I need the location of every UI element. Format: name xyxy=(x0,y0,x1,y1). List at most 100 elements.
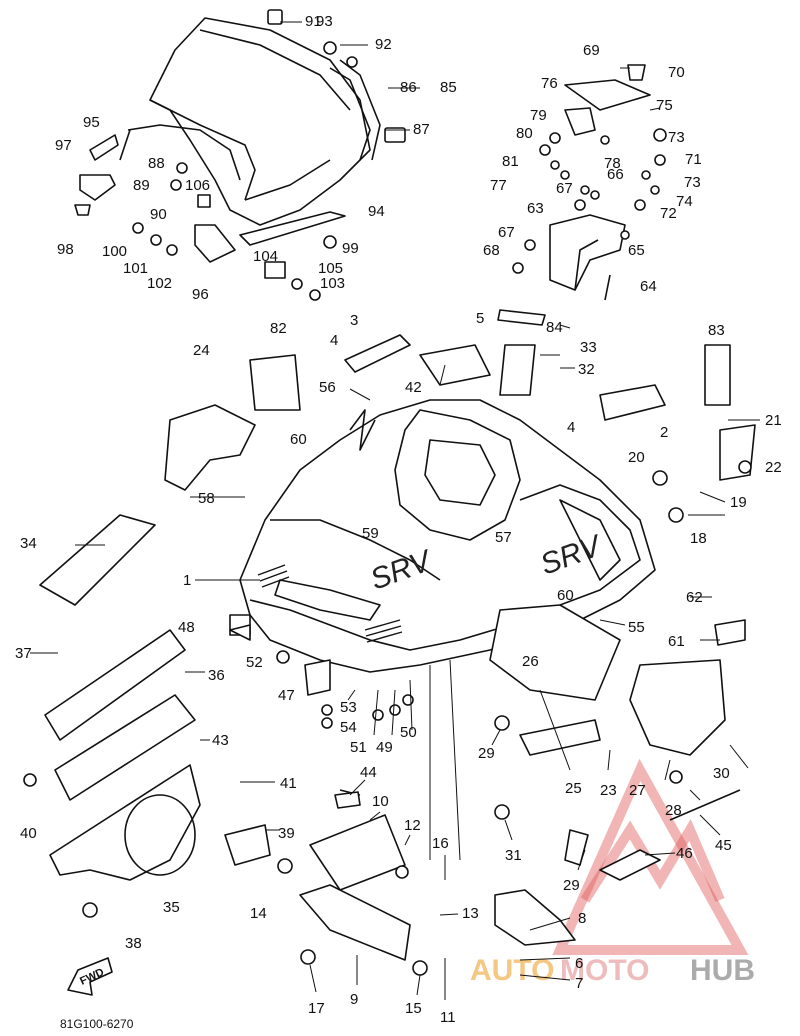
part-label: 27 xyxy=(629,782,646,799)
part-label: 60 xyxy=(557,587,574,604)
lower-parts xyxy=(23,507,741,976)
part-label: 8 xyxy=(578,910,586,927)
forward-arrow: FWD xyxy=(67,957,113,996)
part-label: 58 xyxy=(198,490,215,507)
part-label: 76 xyxy=(541,75,558,92)
part-label: 1 xyxy=(183,572,191,589)
part-label: 83 xyxy=(708,322,725,339)
part-label: 74 xyxy=(676,193,693,210)
part-label: 13 xyxy=(462,905,479,922)
part-label: 104 xyxy=(253,248,278,265)
part-label: 79 xyxy=(530,107,547,124)
part-label: 71 xyxy=(685,151,702,168)
part-label: 56 xyxy=(319,379,336,396)
part-label: 16 xyxy=(432,835,449,852)
part-label: 23 xyxy=(600,782,617,799)
part-label: 100 xyxy=(102,243,127,260)
part-label: 7 xyxy=(575,975,583,992)
part-label: 50 xyxy=(400,724,417,741)
part-label: 105 xyxy=(318,260,343,277)
part-label: 70 xyxy=(668,64,685,81)
part-label: 42 xyxy=(405,379,422,396)
watermark-text-moto: MOTO xyxy=(560,954,649,987)
part-label: 5 xyxy=(476,310,484,327)
part-label: 102 xyxy=(147,275,172,292)
part-label: 67 xyxy=(498,224,515,241)
part-label: 86 xyxy=(400,79,417,96)
watermark-logo: AUTO MOTO HUB xyxy=(470,758,755,987)
part-label: 45 xyxy=(715,837,732,854)
part-label: 28 xyxy=(665,802,682,819)
part-label: 85 xyxy=(440,79,457,96)
part-label: 69 xyxy=(583,42,600,59)
part-label: 3 xyxy=(350,312,358,329)
part-label: 61 xyxy=(668,633,685,650)
part-label: 99 xyxy=(342,240,359,257)
part-label: 49 xyxy=(376,739,393,756)
part-label: 66 xyxy=(607,166,624,183)
part-label: 97 xyxy=(55,137,72,154)
part-label: 90 xyxy=(150,206,167,223)
part-label: 29 xyxy=(478,745,495,762)
part-label: 94 xyxy=(368,203,385,220)
part-label: 72 xyxy=(660,205,677,222)
part-label: 39 xyxy=(278,825,295,842)
part-label: 51 xyxy=(350,739,367,756)
part-labels: 1 2 3 4 4 5 6 7 8 9 10 11 12 13 14 15 16… xyxy=(15,13,782,1026)
part-label: 47 xyxy=(278,687,295,704)
part-label: 68 xyxy=(483,242,500,259)
part-label: 81 xyxy=(502,153,519,170)
part-label: 9 xyxy=(350,991,358,1008)
part-label: 12 xyxy=(404,817,421,834)
part-label: 96 xyxy=(192,286,209,303)
part-label: 11 xyxy=(440,1009,456,1026)
part-label: 77 xyxy=(490,177,507,194)
hood-vent-grille-front xyxy=(364,619,403,643)
part-label: 19 xyxy=(730,494,747,511)
part-label: 20 xyxy=(628,449,645,466)
part-label: 73 xyxy=(684,174,701,191)
part-label: 92 xyxy=(375,36,392,53)
part-label: 31 xyxy=(505,847,522,864)
part-label: 22 xyxy=(765,459,782,476)
part-label: 34 xyxy=(20,535,37,552)
part-label: 59 xyxy=(362,525,379,542)
part-label: 17 xyxy=(308,1000,325,1017)
hood-accessories xyxy=(39,309,756,756)
instrument-panel-assembly xyxy=(512,64,667,301)
part-label: 48 xyxy=(178,619,195,636)
part-label: 103 xyxy=(320,275,345,292)
part-label: 57 xyxy=(495,529,512,546)
leader-lines xyxy=(30,21,760,1000)
part-label: 63 xyxy=(527,200,544,217)
part-label: 89 xyxy=(133,177,150,194)
part-label: 30 xyxy=(713,765,730,782)
part-label: 25 xyxy=(565,780,582,797)
part-label: 41 xyxy=(280,775,297,792)
part-label: 60 xyxy=(290,431,307,448)
part-label: 78 xyxy=(604,155,621,172)
part-label: 4 xyxy=(330,332,338,349)
part-label: 38 xyxy=(125,935,142,952)
hood-vent-grille-left xyxy=(257,564,290,588)
drawing-code: 81G100-6270 xyxy=(60,1017,134,1031)
part-label: 106 xyxy=(185,177,210,194)
part-label: 46 xyxy=(676,845,693,862)
part-label: 98 xyxy=(57,241,74,258)
part-label: 2 xyxy=(660,424,668,441)
part-label: 43 xyxy=(212,732,229,749)
part-label: 84 xyxy=(546,319,563,336)
part-label: 80 xyxy=(516,125,533,142)
part-label: 26 xyxy=(522,653,539,670)
part-label: 18 xyxy=(690,530,707,547)
part-label: 36 xyxy=(208,667,225,684)
part-label: 52 xyxy=(246,654,263,671)
part-label: 67 xyxy=(556,180,573,197)
part-label: 44 xyxy=(360,764,377,781)
part-label: 35 xyxy=(163,899,180,916)
part-label: 14 xyxy=(250,905,267,922)
hood-main: SRV SRV xyxy=(239,399,656,673)
part-label: 15 xyxy=(405,1000,422,1017)
part-label: 93 xyxy=(316,13,333,30)
